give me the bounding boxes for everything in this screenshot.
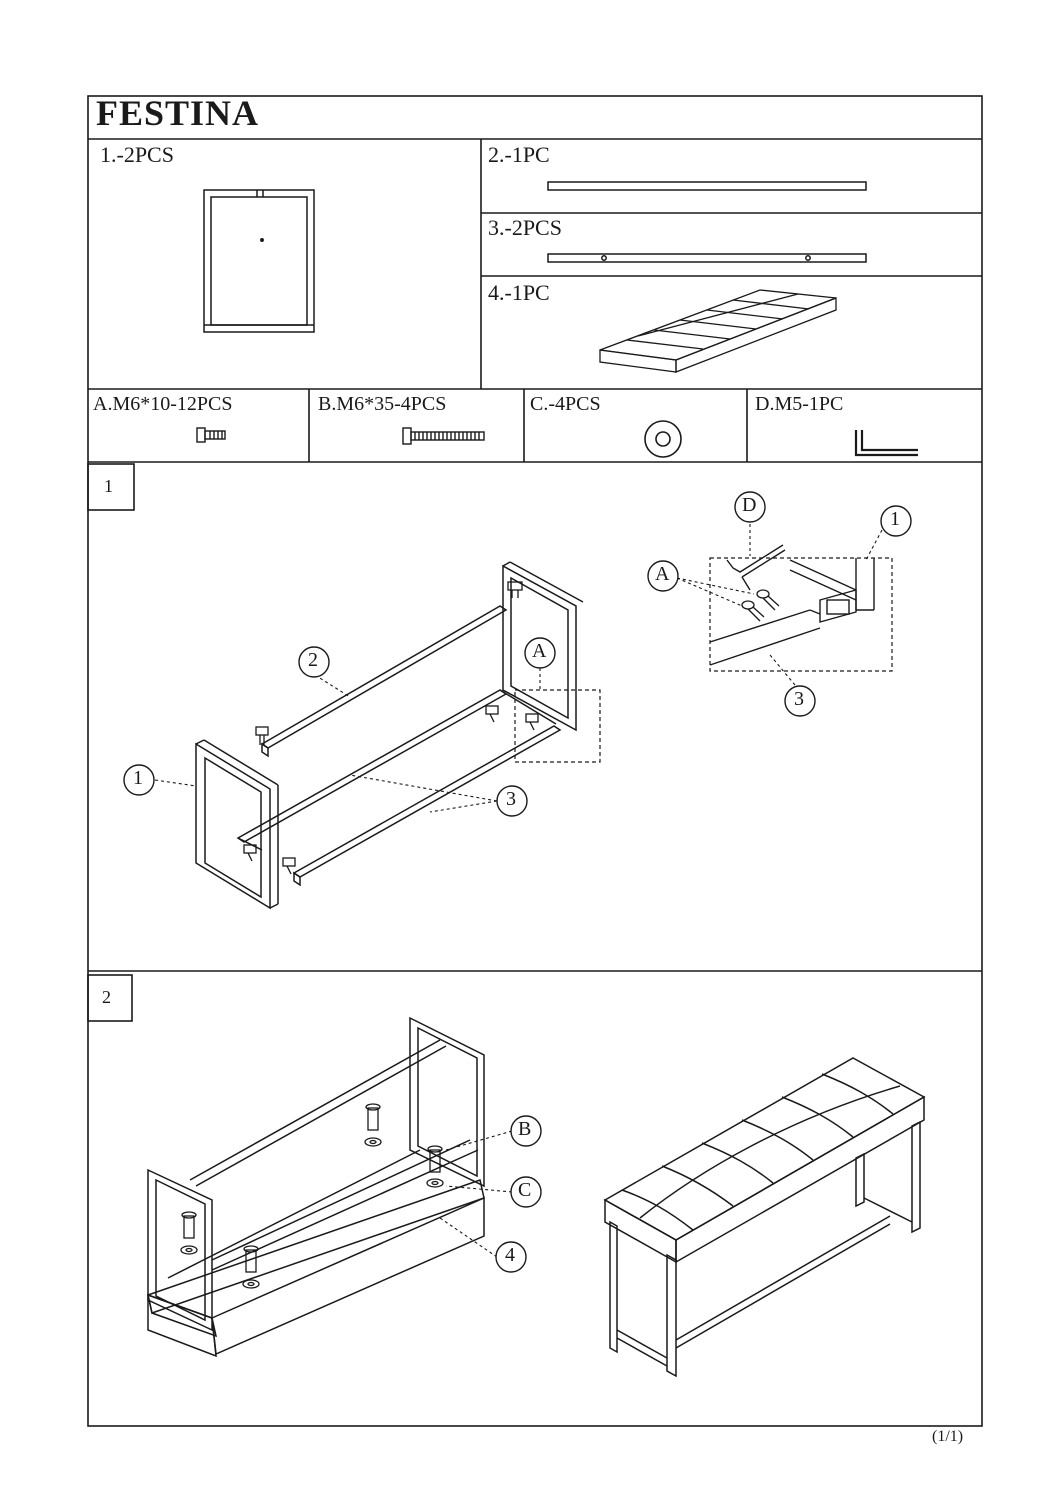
step1-number: 1 (104, 476, 113, 496)
step1-callout-bar-long: 2 (308, 649, 318, 671)
part4-label: 4.-1PC (488, 280, 550, 305)
step2-number-box (87, 974, 133, 1022)
step2-callout-bolt-b: B (518, 1118, 532, 1140)
screw-a-drawing (196, 427, 226, 443)
step1-callout-bar-side: 3 (506, 788, 516, 810)
document-title: FESTINA (96, 93, 260, 133)
detail-callout-screw-a: A (655, 563, 670, 585)
part1-frame-drawing (203, 189, 315, 333)
step1-callout-screw-a: A (532, 640, 547, 662)
detail-callout-key: D (742, 494, 757, 516)
part2-label: 2.-1PC (488, 142, 550, 167)
bolt-b-drawing (402, 427, 485, 445)
hardware-d-label: D.M5-1PC (755, 393, 844, 415)
step2-callout-seat: 4 (505, 1244, 515, 1266)
part1-label: 1.-2PCS (100, 142, 174, 167)
detail-callout-frame: 1 (890, 508, 900, 530)
allen-key-d-drawing (854, 430, 918, 457)
part2-bar-drawing (547, 181, 867, 191)
step2-underside-drawing (146, 1016, 513, 1358)
step2-number: 2 (102, 987, 111, 1007)
washer-c-drawing (644, 420, 682, 458)
step1-number-box (87, 463, 135, 511)
part4-seat-drawing (599, 289, 837, 373)
hardware-c-label: C.-4PCS (530, 393, 601, 415)
page-number: (1/1) (932, 1428, 964, 1445)
finished-bench-drawing (603, 1057, 926, 1378)
step2-callout-washer-c: C (518, 1179, 532, 1201)
part3-label: 3.-2PCS (488, 215, 562, 240)
sheet-border (87, 95, 983, 1427)
hardware-a-label: A.M6*10-12PCS (93, 393, 233, 415)
step1-assembly-drawing (154, 561, 601, 910)
part3-bar-drawing (547, 253, 867, 263)
step1-detail-drawing (676, 524, 893, 686)
hardware-b-label: B.M6*35-4PCS (318, 393, 447, 415)
step1-callout-frame: 1 (133, 767, 143, 789)
detail-callout-bar-side: 3 (794, 688, 804, 710)
